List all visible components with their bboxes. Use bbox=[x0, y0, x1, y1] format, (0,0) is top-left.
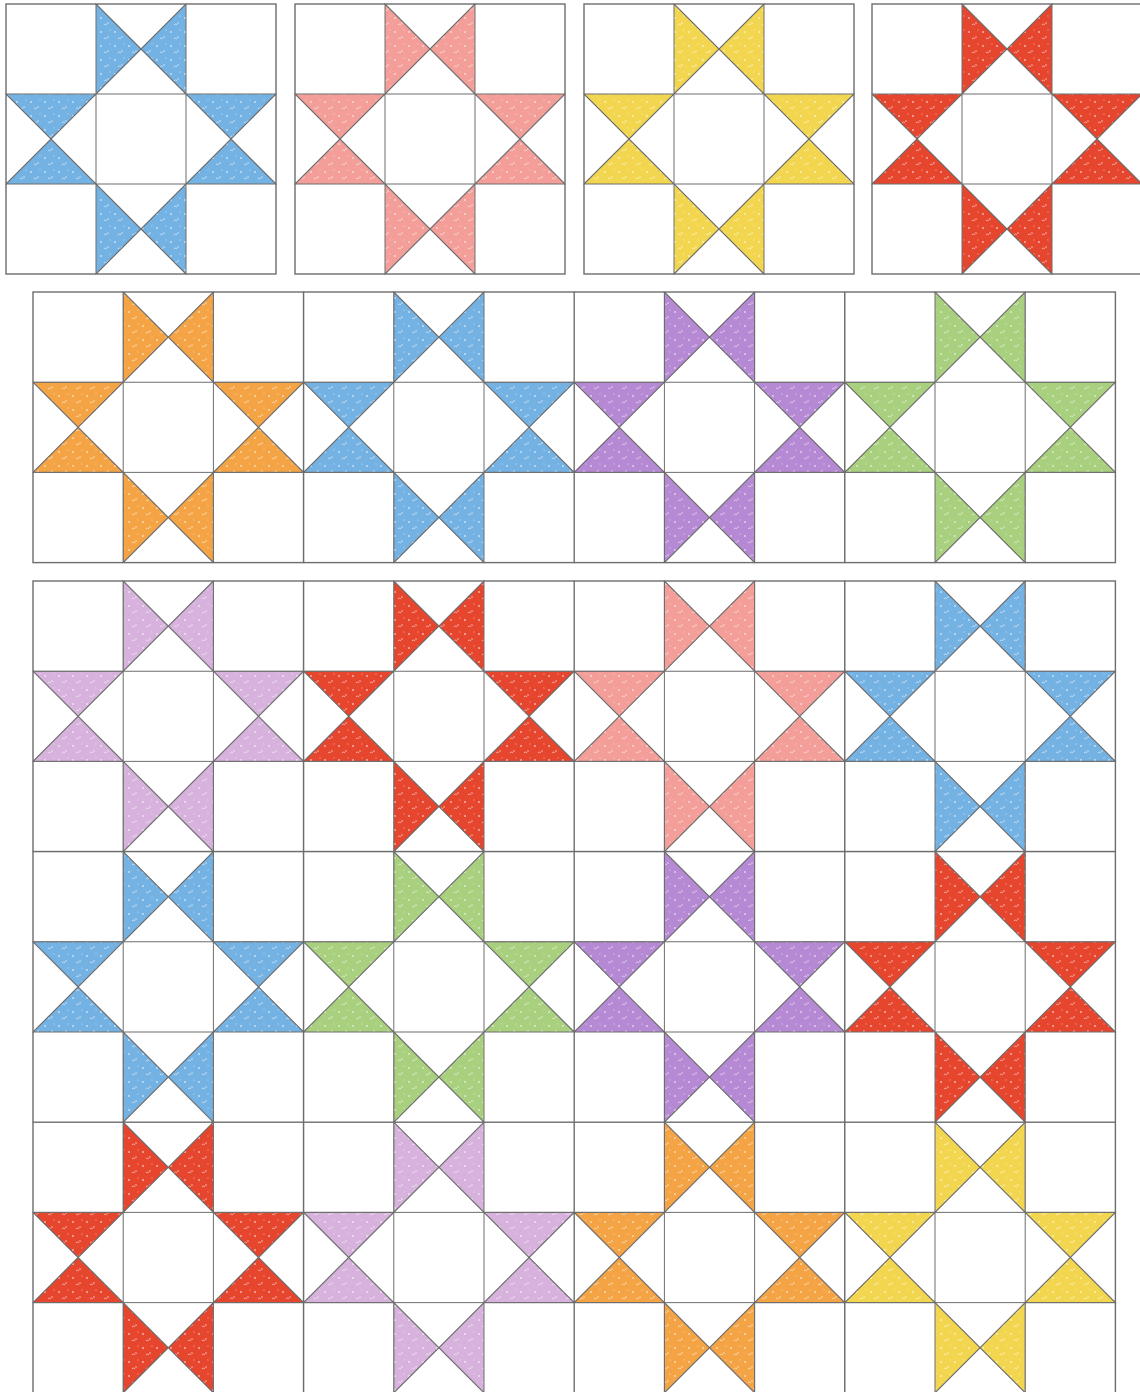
row-block-purple bbox=[574, 292, 845, 563]
quilt-block-pink bbox=[574, 581, 845, 852]
row-block-blue bbox=[304, 292, 575, 563]
quilt-block-blue bbox=[33, 852, 304, 1123]
quilt-block-orange bbox=[574, 1122, 845, 1392]
quilt-block-red bbox=[33, 1122, 304, 1392]
quilt-block-red bbox=[304, 581, 575, 852]
quilt-block-green bbox=[304, 852, 575, 1123]
single-block-yellow bbox=[584, 4, 854, 274]
quilt-block-lilac bbox=[33, 581, 304, 852]
single-block-pink bbox=[295, 4, 565, 274]
quilt-blocks bbox=[6, 4, 1140, 1392]
single-block-blue bbox=[6, 4, 276, 274]
quilt-block-yellow bbox=[845, 1122, 1116, 1392]
quilt-block-blue bbox=[845, 581, 1116, 852]
row-block-orange bbox=[33, 292, 304, 563]
quilt-block-purple bbox=[574, 852, 845, 1123]
row-block-green bbox=[845, 292, 1116, 563]
quilt-block-lilac bbox=[304, 1122, 575, 1392]
quilt-block-red bbox=[845, 852, 1116, 1123]
single-block-red bbox=[872, 4, 1140, 274]
